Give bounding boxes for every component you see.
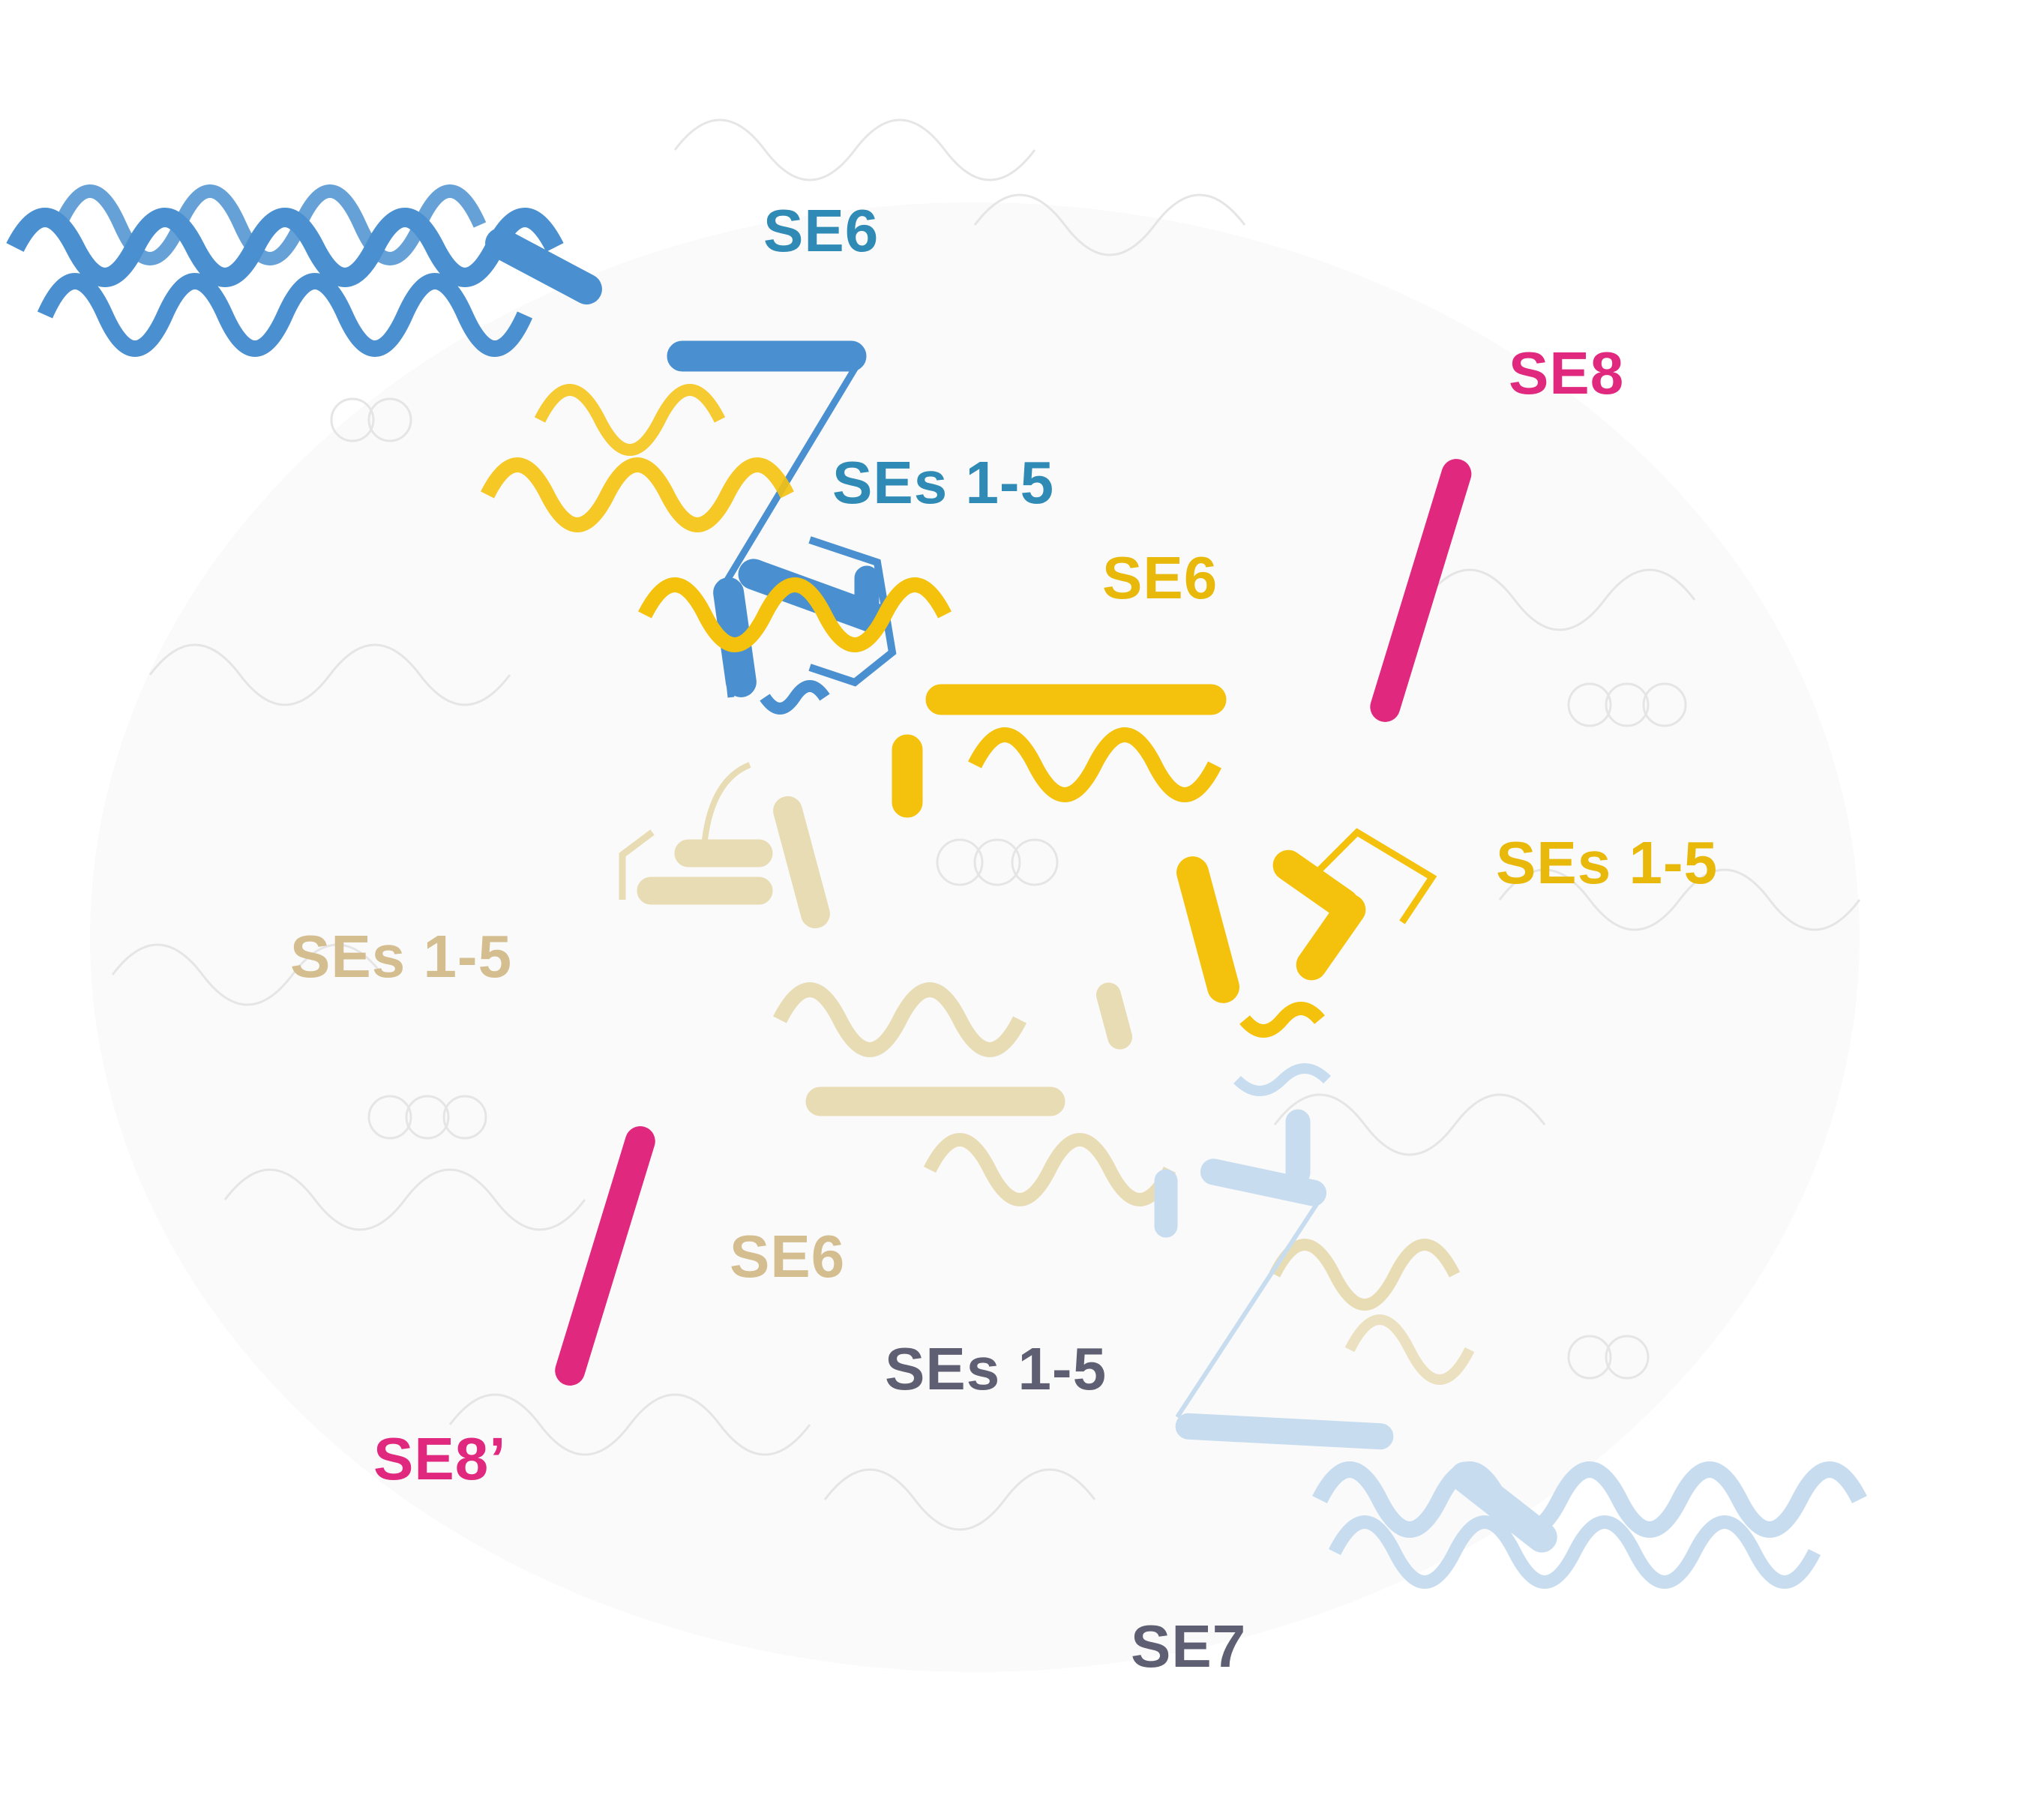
pale-blue-chain-ribbon <box>1154 1063 1867 1589</box>
label-tan-ses-1-5: SEs 1-5 <box>290 923 513 990</box>
label-gold-se6: SE6 <box>1102 544 1218 611</box>
label-tan-se6: SE6 <box>730 1223 846 1290</box>
se8-helix <box>1370 459 1472 722</box>
label-grey-ses-1-5: SEs 1-5 <box>885 1335 1107 1402</box>
blue-chain-ribbon <box>6 184 897 715</box>
label-magenta-se8: SE8 <box>1509 340 1625 406</box>
se8-prime-helix <box>555 1125 655 1386</box>
gold-chain-ribbon <box>481 384 1437 1038</box>
label-magenta-se8-prime: SE8’ <box>373 1425 507 1492</box>
label-gold-ses-1-5: SEs 1-5 <box>1496 829 1719 896</box>
label-blue-se6: SE6 <box>763 197 880 264</box>
tan-chain-ribbon <box>619 762 1475 1385</box>
label-blue-ses-1-5: SEs 1-5 <box>832 449 1055 516</box>
label-grey-se7: SE7 <box>1131 1613 1247 1680</box>
